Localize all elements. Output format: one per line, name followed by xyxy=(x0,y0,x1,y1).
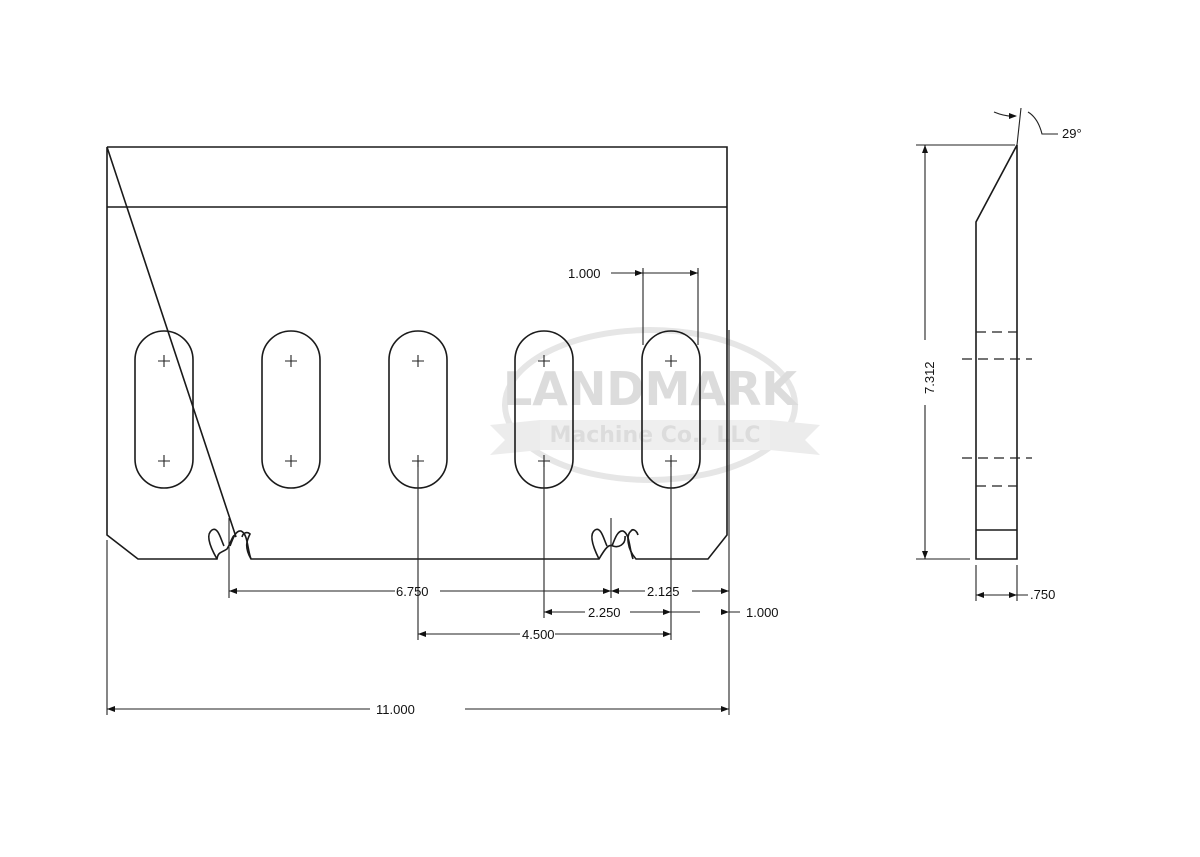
dimension-lines xyxy=(107,270,740,710)
dim-edge-to-slot: 1.000 xyxy=(746,605,779,620)
slot-centers xyxy=(158,355,677,467)
slot-2 xyxy=(261,330,321,489)
dim-overall-width: 11.000 xyxy=(376,702,415,717)
dim-slot-pitch-double: 4.500 xyxy=(522,627,555,642)
notch-right xyxy=(590,528,634,560)
watermark-brand: LANDMARK xyxy=(503,362,799,416)
dim-outer-to-notch: 6.750 xyxy=(396,584,429,599)
slot-1 xyxy=(134,330,194,489)
arrowheads xyxy=(107,270,729,712)
side-view: 7.312 .750 29° xyxy=(916,107,1082,602)
dim-slot-width: 1.000 xyxy=(568,266,601,281)
watermark-tagline: Machine Co., LLC xyxy=(549,423,760,448)
dim-bevel-angle: 29° xyxy=(1062,126,1082,141)
dim-notch-to-edge: 2.125 xyxy=(647,584,680,599)
front-view: 1.000 6.750 2.125 2.250 1.000 4.500 11.0… xyxy=(106,146,779,717)
notch-left xyxy=(208,528,252,560)
dim-slot-spacing: 2.250 xyxy=(588,605,621,620)
dim-thickness: .750 xyxy=(1030,587,1055,602)
watermark-logo: LANDMARK Machine Co., LLC xyxy=(490,327,820,483)
dim-height: 7.312 xyxy=(922,361,937,394)
blade-outline xyxy=(106,146,728,560)
extension-lines xyxy=(106,268,730,715)
side-profile xyxy=(975,144,1018,560)
